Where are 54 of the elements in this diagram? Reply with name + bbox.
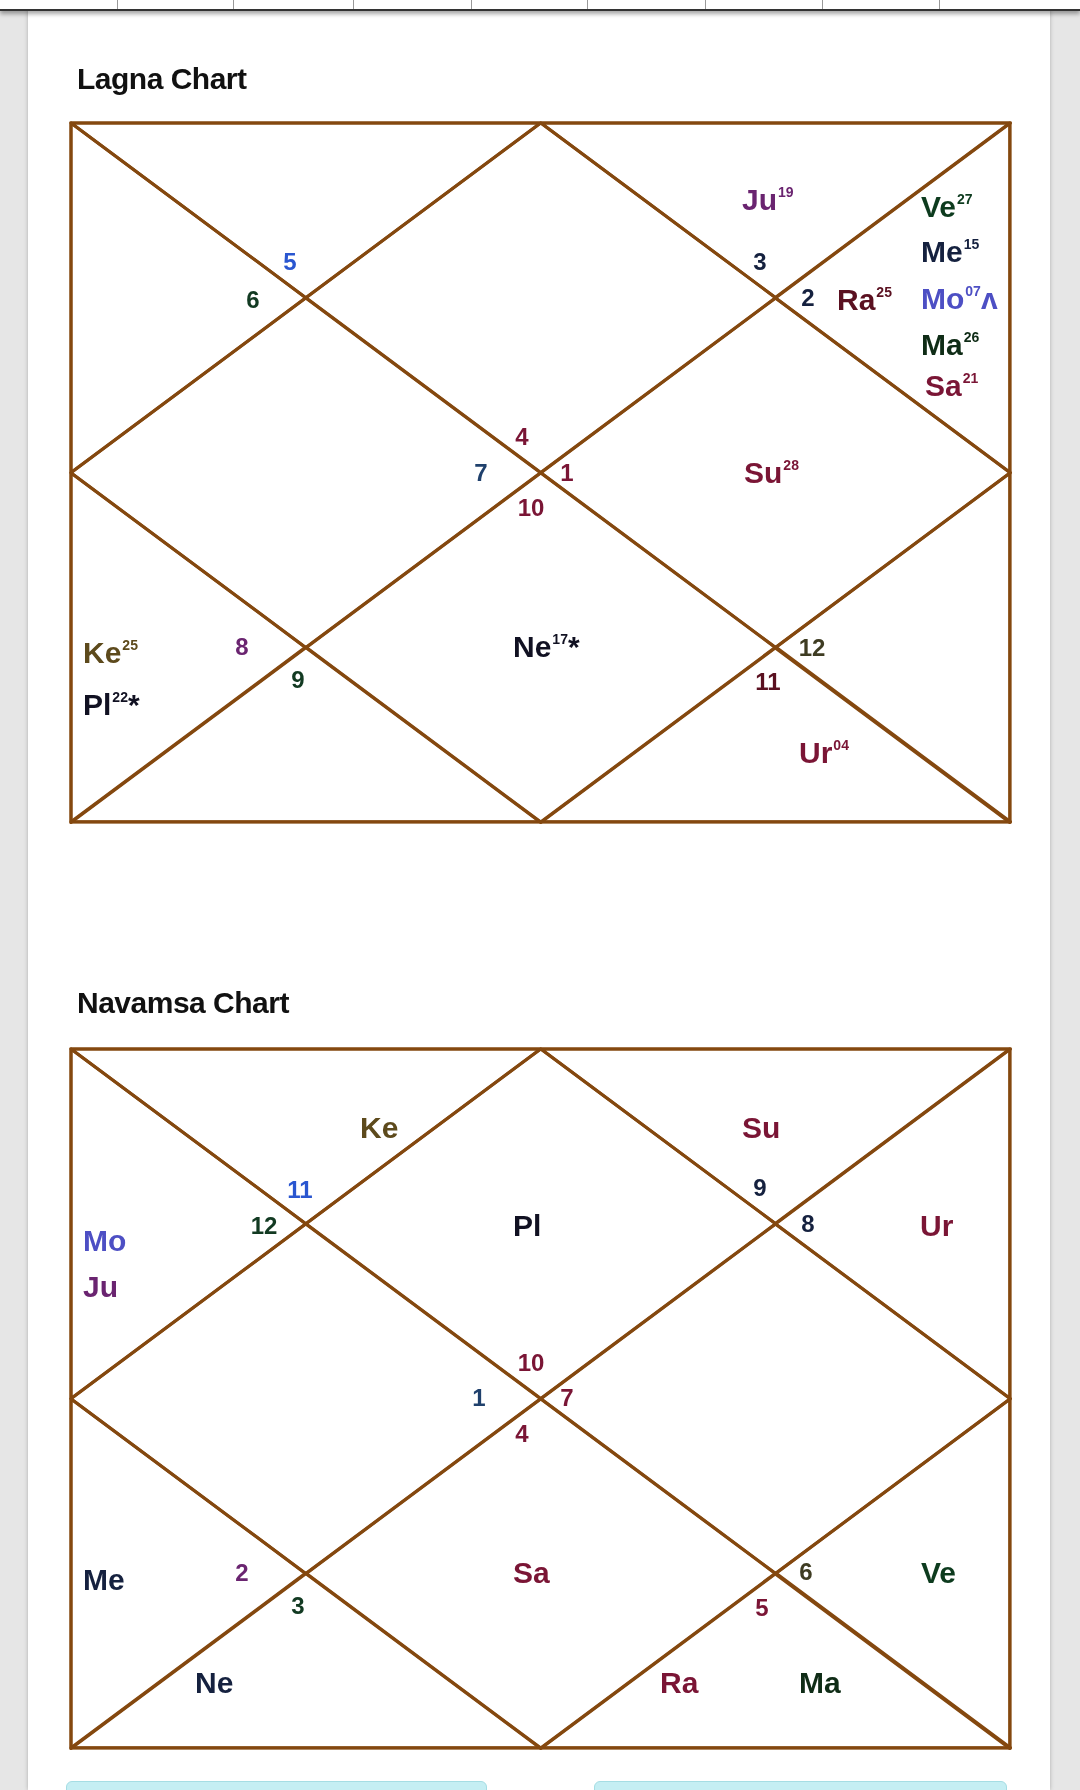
sign-number: 11 <box>755 670 781 694</box>
sign-number: 10 <box>517 1351 545 1375</box>
sign-number: 12 <box>250 1214 278 1238</box>
chart-title: Navamsa Chart <box>77 986 289 1019</box>
planet-label: Sa$^{21}$ <box>925 371 979 401</box>
planet-label: Su <box>742 1113 781 1143</box>
planet-label: Ne$^{17}$* <box>513 632 580 662</box>
planet-label: Ma$^{26}$ <box>921 330 980 360</box>
planet-label: Ke <box>360 1113 399 1143</box>
sign-number: 1 <box>472 1386 486 1410</box>
sign-number: 6 <box>246 288 260 312</box>
planet-label: Pl$^{22}$* <box>83 690 140 720</box>
sign-number: 2 <box>801 286 815 310</box>
planet-label: Ve$^{27}$ <box>921 192 973 222</box>
sign-number: 9 <box>753 1176 767 1200</box>
house-triangle <box>775 1398 1010 1748</box>
sign-number: 8 <box>801 1212 815 1236</box>
planet-label: Mo$^{07}$ʌ <box>921 284 998 314</box>
house-triangle <box>71 123 306 473</box>
sign-number: 4 <box>515 425 529 449</box>
sign-number: 10 <box>517 496 545 520</box>
sign-number: 3 <box>291 1594 305 1618</box>
planet-label: Ju$^{19}$ <box>742 185 794 215</box>
planet-label: Ra <box>660 1668 699 1698</box>
planet-label: Ur$^{04}$ <box>799 738 849 768</box>
sign-number: 8 <box>235 635 249 659</box>
planet-label: Sa <box>513 1558 550 1588</box>
planet-label: Ur <box>920 1211 954 1241</box>
sign-number: 4 <box>515 1422 529 1446</box>
house-triangle <box>71 1398 306 1748</box>
planet-label: Me <box>83 1565 125 1595</box>
sign-number: 6 <box>799 1560 813 1584</box>
sign-number: 5 <box>755 1596 769 1620</box>
sign-number: 5 <box>283 250 297 274</box>
sign-number: 12 <box>798 636 826 660</box>
planet-label: Su$^{28}$ <box>744 458 799 488</box>
sign-number: 9 <box>291 668 305 692</box>
planet-label: Ke$^{25}$ <box>83 638 138 668</box>
house-triangle <box>71 472 306 822</box>
sign-number: 1 <box>560 461 574 485</box>
planet-label: Ra$^{25}$ <box>837 285 892 315</box>
sign-number: 7 <box>474 461 488 485</box>
sign-number: 3 <box>753 250 767 274</box>
chart-title: Lagna Chart <box>77 62 247 95</box>
planet-label: Ne <box>195 1668 234 1698</box>
planet-label: Ju <box>83 1272 118 1302</box>
planet-label: Ve <box>921 1558 957 1588</box>
planet-label: Ma <box>799 1668 841 1698</box>
planet-label: Mo <box>83 1226 127 1256</box>
planet-label: Me$^{15}$ <box>921 237 980 267</box>
sign-number: 7 <box>560 1386 574 1410</box>
sign-number: 11 <box>287 1178 313 1202</box>
planet-label: Pl <box>513 1211 542 1241</box>
sign-number: 2 <box>235 1561 249 1585</box>
